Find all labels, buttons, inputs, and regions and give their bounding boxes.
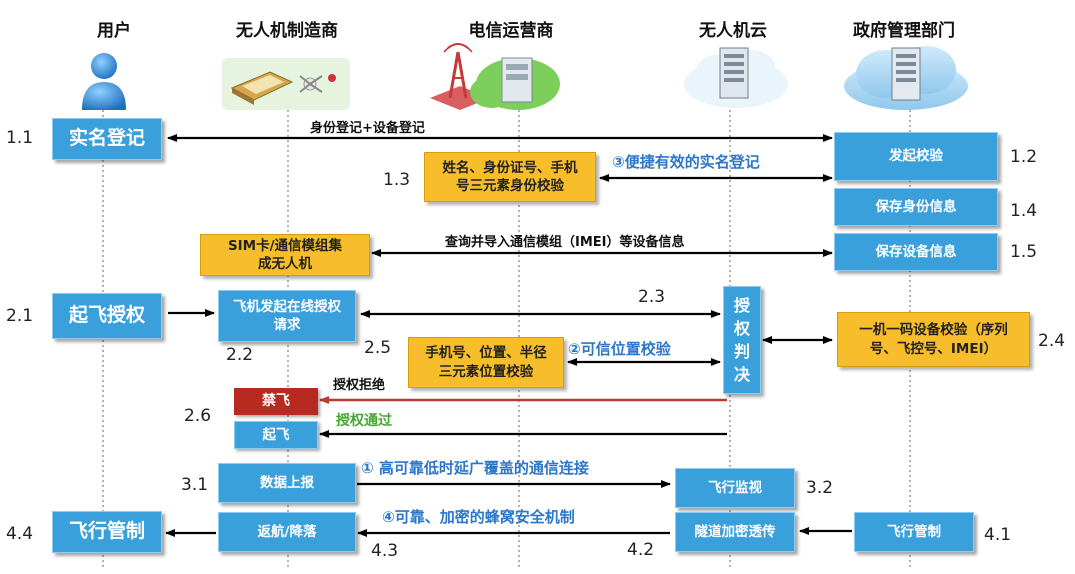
box-data-report: 数据上报 xyxy=(218,463,356,503)
box-save-identity: 保存身份信息 xyxy=(834,188,998,226)
note-trusted-location: ②可信位置校验 xyxy=(568,340,671,358)
server-cloud-icon xyxy=(684,47,788,108)
box-take-off: 起飞 xyxy=(234,421,318,449)
step-number: 2.1 xyxy=(6,306,34,326)
lane-header-drone-cloud: 无人机云 xyxy=(699,21,767,41)
lane-header-manufacturer: 无人机制造商 xyxy=(236,21,338,41)
lane-header-user: 用户 xyxy=(97,21,131,41)
box-auth-decision: 授权判决 xyxy=(723,286,761,394)
box-flight-control-gov: 飞行管制 xyxy=(854,512,974,552)
lane-header-government: 政府管理部门 xyxy=(853,21,955,41)
step-number: 1.4 xyxy=(1010,201,1038,221)
note-cellular-security: ④可靠、加密的蜂窝安全机制 xyxy=(382,508,575,526)
server-cloud-icon xyxy=(844,46,968,110)
box-tunnel-encrypt: 隧道加密透传 xyxy=(675,512,795,552)
box-takeoff-auth: 起飞授权 xyxy=(52,293,162,339)
step-number: 4.2 xyxy=(627,540,655,560)
step-number: 4.1 xyxy=(984,525,1012,545)
label-query-import-imei: 查询并导入通信模组（IMEI）等设备信息 xyxy=(445,235,685,250)
box-initiate-verify: 发起校验 xyxy=(834,132,998,181)
box-no-fly: 禁飞 xyxy=(234,388,318,415)
box-realname-register: 实名登记 xyxy=(52,118,162,160)
box-online-auth-request: 飞机发起在线授权请求 xyxy=(218,290,356,342)
box-return-land: 返航/降落 xyxy=(218,512,356,552)
box-one-machine-verify: 一机一码设备校验（序列号、飞控号、IMEI） xyxy=(837,312,1030,367)
step-number: 1.5 xyxy=(1010,242,1038,262)
cell-tower-cloud-icon xyxy=(430,43,560,110)
note-reliable-connection: ① 高可靠低时延广覆盖的通信连接 xyxy=(361,459,589,477)
step-number: 1.3 xyxy=(383,170,411,190)
label-auth-reject: 授权拒绝 xyxy=(333,378,386,393)
step-number: 2.5 xyxy=(364,338,392,358)
drone-and-chip-icon xyxy=(222,58,350,110)
step-number: 4.3 xyxy=(371,541,399,561)
step-number: 1.1 xyxy=(6,128,34,148)
box-save-device: 保存设备信息 xyxy=(834,233,998,271)
user-silhouette-icon xyxy=(82,53,126,110)
step-number: 3.1 xyxy=(181,475,209,495)
box-sim-module: SIM卡/通信模组集成无人机 xyxy=(200,234,370,276)
step-number: 2.2 xyxy=(226,345,254,365)
note-convenient-registration: ③便捷有效的实名登记 xyxy=(612,153,760,171)
box-flight-monitor: 飞行监视 xyxy=(675,468,795,508)
step-number: 2.6 xyxy=(184,406,212,426)
lane-header-operator: 电信运营商 xyxy=(468,21,554,41)
box-location-verify: 手机号、位置、半径三元素位置校验 xyxy=(408,337,564,388)
step-number: 3.2 xyxy=(806,478,834,498)
step-number: 2.4 xyxy=(1038,331,1066,351)
step-number: 4.4 xyxy=(6,524,34,544)
step-number: 2.3 xyxy=(638,287,666,307)
box-flight-control-user: 飞行管制 xyxy=(52,511,162,553)
box-three-element-verify: 姓名、身份证号、手机号三元素身份校验 xyxy=(424,152,596,202)
label-identity-device-register: 身份登记+设备登记 xyxy=(310,121,425,136)
step-number: 1.2 xyxy=(1010,147,1038,167)
label-auth-pass: 授权通过 xyxy=(336,413,392,429)
